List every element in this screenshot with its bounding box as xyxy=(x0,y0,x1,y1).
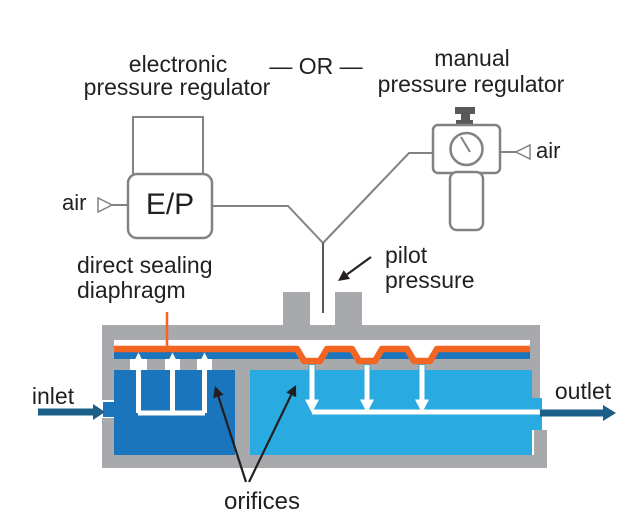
adjust-knob-icon xyxy=(455,107,475,114)
ep-regulator-symbol xyxy=(97,116,214,240)
direct-sealing-diaphragm xyxy=(114,345,530,365)
inlet-arrow xyxy=(38,404,105,420)
regulator-bowl xyxy=(448,170,485,232)
manual-regulator-label-line2: pressure regulator xyxy=(377,71,565,97)
right-wall-lower xyxy=(534,430,547,455)
outlet-arrow xyxy=(540,405,616,421)
manual-regulator-label-line1: manual xyxy=(434,45,510,71)
pilot-pressure-label-line1: pilot xyxy=(385,242,428,268)
gauge-icon xyxy=(449,131,484,167)
flow-arrows-outlet-side xyxy=(305,365,540,415)
orifices-label: orifices xyxy=(223,488,301,515)
pilot-port-block-right xyxy=(335,292,362,325)
inlet-label: inlet xyxy=(31,383,75,409)
air-inlet-triangle-right xyxy=(514,143,531,161)
top-wall xyxy=(102,325,540,340)
gauge-needle xyxy=(460,136,471,153)
orifices-callout-arrow-right xyxy=(248,385,297,483)
manual-regulator-symbol xyxy=(431,107,531,232)
chamber-divider xyxy=(235,370,250,455)
flow-arrows-inlet-side xyxy=(131,352,212,416)
outlet-label: outlet xyxy=(554,378,612,404)
pneumatic-connector-lines xyxy=(112,151,517,313)
bottom-wall xyxy=(102,455,547,468)
pilot-pressure-label-line2: pressure xyxy=(385,267,475,293)
air-label-right: air xyxy=(536,138,561,163)
diaphragm-label-line1: direct sealing xyxy=(77,252,213,278)
electronic-regulator-label-line1: electronic xyxy=(128,51,228,77)
air-label-left: air xyxy=(62,190,87,215)
or-separator-label: — OR — xyxy=(269,53,363,79)
right-wall-upper xyxy=(530,325,540,398)
air-inlet-triangle-left xyxy=(97,196,114,214)
electronic-regulator-label-line2: pressure regulator xyxy=(83,74,271,100)
orifices-callout-arrow-left xyxy=(213,386,248,483)
diaphragm-label-line2: diaphragm xyxy=(77,277,186,303)
left-wall-upper xyxy=(102,325,114,400)
inlet-channel xyxy=(103,402,116,417)
pilot-port-block-left xyxy=(283,292,310,325)
pilot-pressure-callout-arrow xyxy=(338,256,372,281)
ep-box-label: E/P xyxy=(145,188,195,221)
